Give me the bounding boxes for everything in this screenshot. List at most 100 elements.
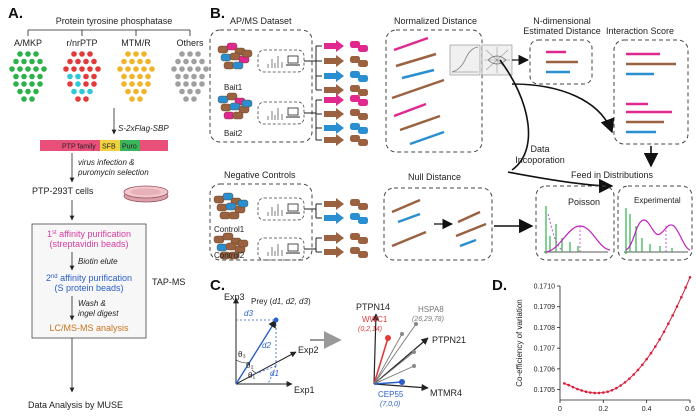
ndim-label-2: Estimated Distance <box>523 26 601 36</box>
null-distance-line <box>397 212 421 224</box>
group-rnrptp: r/nrPTP <box>66 38 97 48</box>
spectra-icons <box>257 49 305 261</box>
ptp-dot <box>191 81 197 87</box>
fat-arrow <box>324 246 344 258</box>
cv-data-point <box>645 357 648 361</box>
panel-letter-c: C. <box>210 277 225 294</box>
fat-arrow <box>324 40 344 52</box>
protein-blob <box>222 192 234 201</box>
ptp-dot <box>17 88 23 95</box>
ptp-dot <box>137 73 143 80</box>
x-tick-label: 0.6 <box>685 406 695 413</box>
prey-blob <box>358 139 368 146</box>
ptp-dot <box>75 96 81 102</box>
cv-data-point <box>623 381 627 384</box>
ptp-dot <box>67 81 73 87</box>
prey-blob <box>358 45 368 52</box>
ptp-dot <box>87 88 93 95</box>
bait1-label: Bait1 <box>224 83 243 92</box>
y-tick-label: 0.1708 <box>534 325 556 332</box>
control2-label: Control2 <box>214 251 245 260</box>
ptp-dot <box>33 88 39 95</box>
exp3-label: Exp3 <box>224 292 245 302</box>
ptp-dot <box>25 51 31 57</box>
prey-blob <box>358 113 368 120</box>
ptp-dot <box>13 73 19 80</box>
cv-data-point <box>649 351 653 355</box>
group-amkp: A/MKP <box>14 38 42 48</box>
null-lines <box>391 198 487 248</box>
protein-blob <box>222 232 234 241</box>
protein-blob <box>232 111 244 120</box>
d2-label: d2 <box>262 341 271 350</box>
cv-data-point <box>576 387 579 391</box>
ptp-dot <box>83 96 89 102</box>
y-tick-label: 0.1705 <box>534 387 556 394</box>
prey-blob <box>358 203 368 210</box>
ndim-label-1: N-dimensional <box>533 16 591 26</box>
ptp-dot <box>83 58 89 65</box>
cv-data-point <box>610 388 614 392</box>
cv-data-point <box>641 363 644 367</box>
experimental-label: Experimental <box>634 196 681 205</box>
protein-blob <box>225 242 237 251</box>
distance-line <box>399 114 441 132</box>
prey-blob <box>350 123 360 130</box>
null-distance-line <box>391 198 421 214</box>
ptp-dot <box>25 66 31 72</box>
puro-bar <box>120 140 140 151</box>
experimental-curve <box>625 219 691 251</box>
group-mtmr: MTM/R <box>121 38 151 48</box>
culture-dish-icon <box>123 185 169 203</box>
construct-label: S-2xFlag-SBP <box>118 124 169 133</box>
ptp-dot <box>125 51 131 57</box>
panel-letter-b: B. <box>210 5 225 22</box>
normalized-label: Normalized Distance <box>394 16 477 26</box>
cv-data-point <box>615 386 618 390</box>
cv-data-point <box>584 390 588 394</box>
ptp-dot <box>141 88 147 95</box>
distance-line <box>393 102 427 118</box>
protein-blob <box>220 103 232 112</box>
prey-blob <box>358 75 368 82</box>
ptp-dot <box>137 81 143 87</box>
panel-c: C. Exp3 Exp2 Exp1 d3 d2 d1 Prey (d1, d2,… <box>210 277 466 408</box>
ptp-dot <box>9 66 15 72</box>
ptp-dot <box>191 73 197 80</box>
protein-blob <box>237 239 249 248</box>
ptpn14-label: PTPN14 <box>356 302 390 312</box>
ptp-dot <box>129 58 135 65</box>
ptp-dot <box>95 66 101 72</box>
cv-data-point <box>680 295 683 299</box>
poisson-label: Poisson <box>568 197 600 207</box>
cv-data-point <box>662 330 666 334</box>
bait2-label: Bait2 <box>224 129 243 138</box>
cv-data-point <box>571 385 575 389</box>
ptp-dot <box>187 51 193 57</box>
protein-blob <box>237 199 249 208</box>
bar-ptp-family-label: PTP family <box>62 144 96 151</box>
sfb-bar <box>100 140 120 151</box>
exp2-label: Exp2 <box>298 345 319 355</box>
ptp-dot <box>87 66 93 72</box>
theta3-label: θ₃ <box>238 350 246 359</box>
null-distance-line <box>459 238 477 248</box>
ptp-dot <box>179 88 185 95</box>
tapms-box <box>31 223 147 339</box>
distance-line <box>393 36 429 52</box>
ptp-dot <box>195 88 201 95</box>
y-tick-label: 0.1709 <box>534 304 556 311</box>
ptp-dot <box>137 96 143 102</box>
ptp-dot <box>195 66 201 72</box>
protein-blob <box>217 45 229 54</box>
purif2-line2: (S protein beads) <box>54 283 123 293</box>
protein-blob <box>228 251 240 260</box>
computer-icon <box>287 203 299 212</box>
apms-box <box>209 29 313 143</box>
control1-label: Control1 <box>214 225 245 234</box>
spectrum-box <box>257 101 305 125</box>
cv-data-point <box>671 314 674 317</box>
ptp-dot <box>79 88 85 95</box>
protein-blob <box>229 102 241 111</box>
fat-arrow <box>324 84 344 96</box>
